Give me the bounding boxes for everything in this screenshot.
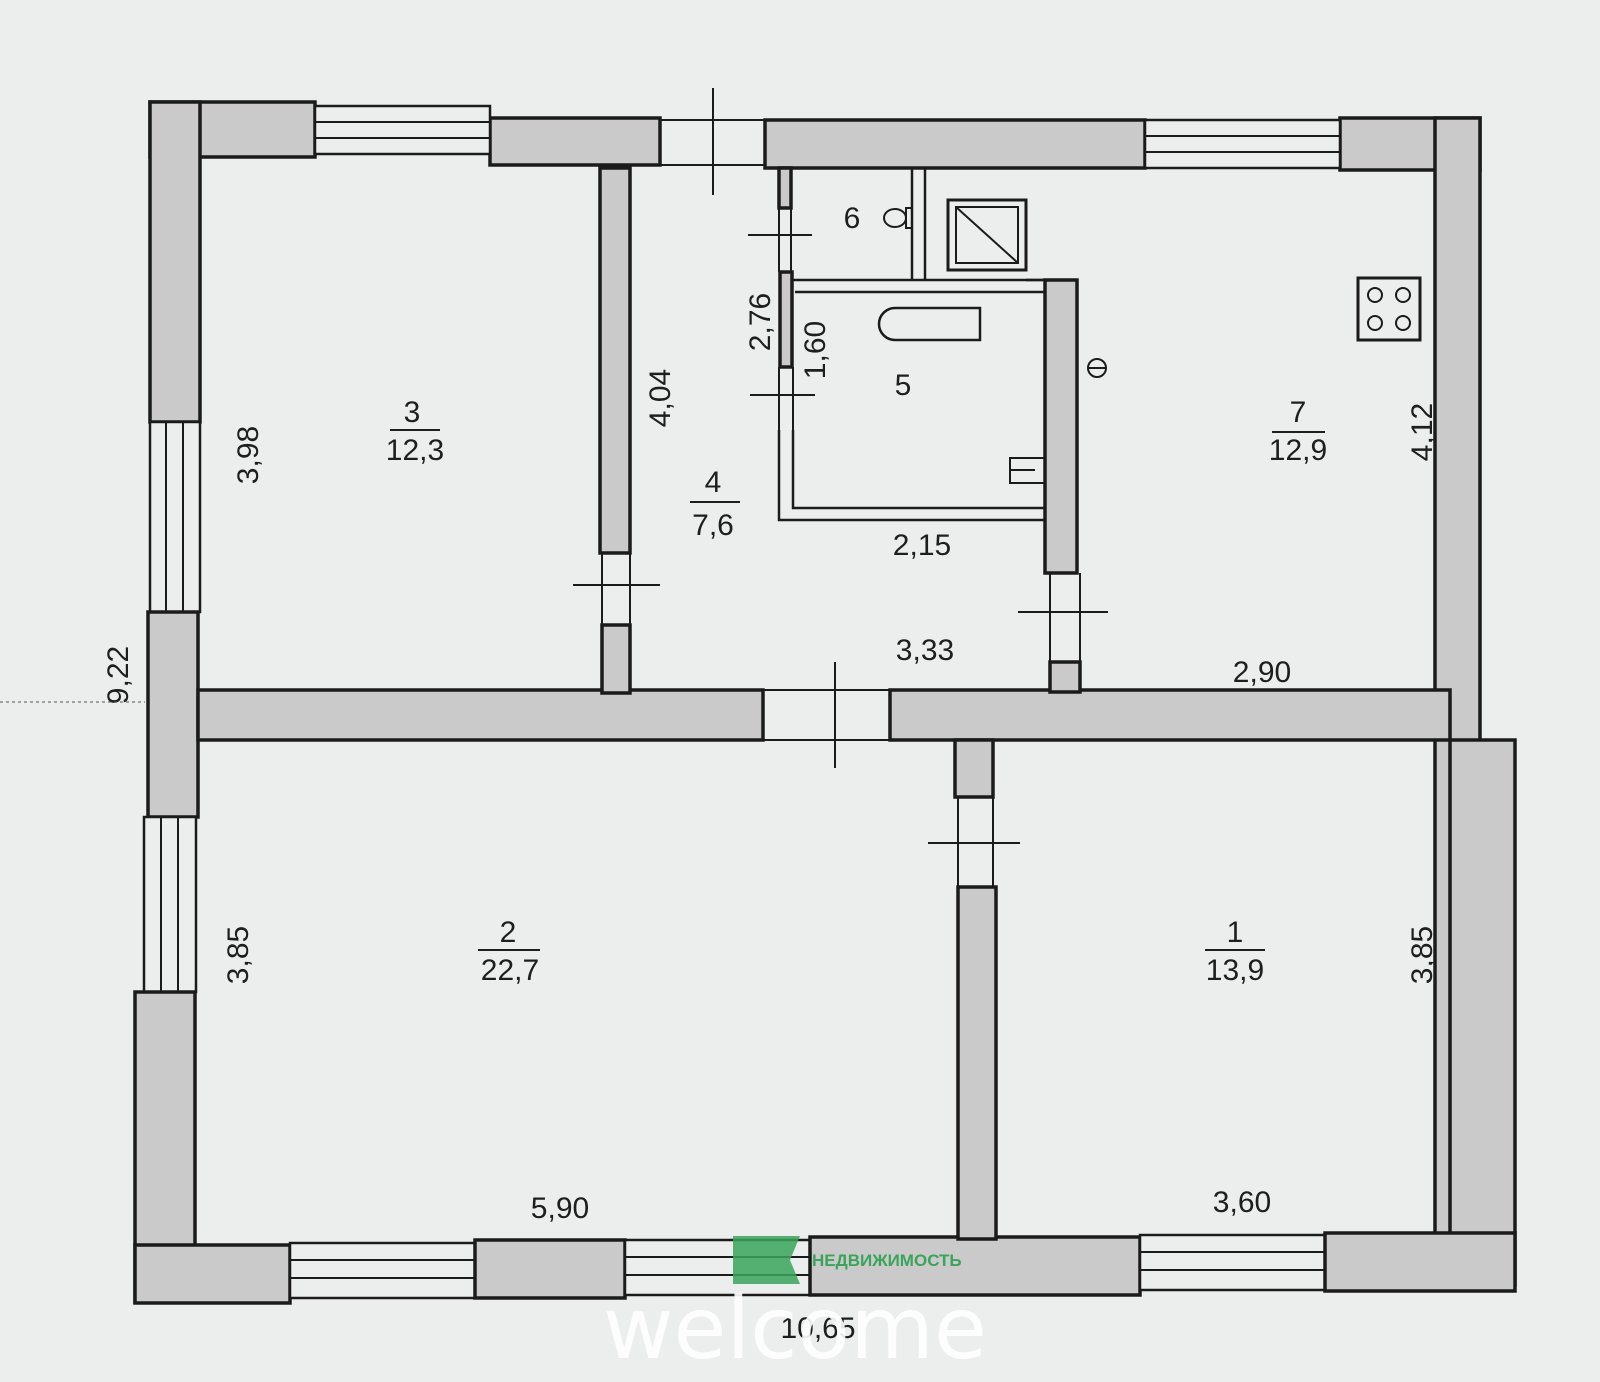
dim-room7-width: 2,90 [1233,656,1291,689]
wall-room3-hall-lower [600,623,632,695]
svg-text:7: 7 [1290,396,1307,429]
window-left-top [148,420,202,614]
window-top-left [313,104,492,156]
room-2-label: 2 22,7 [478,916,540,987]
svg-text:12,3: 12,3 [386,434,444,467]
room-1-label: 1 13,9 [1205,916,1265,987]
watermark-logo-icon [733,1236,800,1284]
wall-bath-kitchen-lower [1048,660,1082,694]
svg-text:12,9: 12,9 [1269,434,1327,467]
watermark-brand-small: НЕДВИЖИМОСТЬ [812,1251,962,1270]
wall-bottom-mid [473,1238,627,1300]
wall-bottom-left [133,1243,292,1305]
door-room1 [928,797,1020,887]
room-6-label: 6 [844,202,861,235]
stove-icon [1356,276,1422,342]
room-5-label: 5 [895,369,912,402]
door-entrance [660,88,765,195]
wall-room1-room2-lower [956,885,998,1241]
watermark: НЕДВИЖИМОСТЬ welcome [603,1236,987,1379]
wall-bottom-right [1323,1231,1517,1293]
wall-bottom-center [808,1235,1142,1297]
watermark-brand-large: welcome [603,1279,987,1379]
dim-hall-width: 3,33 [896,634,954,667]
wall-mid-left [196,688,765,742]
window-left-bottom [142,815,198,994]
wall-top-center [763,118,1147,170]
dim-total-width: 10,65 [780,1312,855,1345]
window-top-right [1143,118,1342,170]
svg-text:6: 6 [844,202,861,235]
dim-room2-width: 5,90 [531,1192,589,1225]
wall-top-mid [488,116,662,167]
window-bottom-right [1138,1233,1327,1292]
dim-total-height: 9,22 [102,646,135,704]
svg-text:13,9: 13,9 [1206,954,1264,987]
wc-enclosure [748,166,927,280]
wall-room1-room2-upper [953,738,995,799]
dim-room2-height: 3,85 [222,926,255,984]
dim-room3-height: 3,98 [232,426,265,484]
wall-left-mid [146,610,200,819]
svg-text:1: 1 [1227,916,1244,949]
svg-text:5: 5 [895,369,912,402]
bathroom-enclosure [750,270,1045,522]
sink-icon [1009,457,1046,484]
dim-room5-width: 2,15 [893,529,951,562]
door-room3 [573,553,660,625]
bathtub-icon [877,306,982,342]
vent-icon [946,198,1028,272]
dim-room4-height: 4,04 [644,369,677,427]
door-kitchen [1018,573,1108,662]
dim-room5-height-inner: 1,60 [799,321,832,379]
dim-room1-width: 3,60 [1213,1186,1271,1219]
wall-right-bottom [1448,738,1517,1287]
wall-left-top [148,100,202,424]
dim-room1-height: 3,85 [1406,926,1439,984]
dim-room7-height: 4,12 [1406,403,1439,461]
svg-text:3: 3 [404,396,421,429]
svg-text:4: 4 [705,466,722,499]
svg-text:2: 2 [500,916,517,949]
svg-text:7,6: 7,6 [692,509,734,542]
room-7-label: 7 12,9 [1269,396,1327,467]
room-3-label: 3 12,3 [386,396,444,467]
toilet-icon [883,207,913,229]
door-hall-room2 [763,662,890,768]
dim-room5-height-outer: 2,76 [744,293,777,351]
room-4-label: 4 7,6 [690,466,740,542]
boiler-icon [1087,358,1107,378]
wall-mid-right [888,688,1452,742]
wall-bath-kitchen [1043,278,1079,575]
svg-text:22,7: 22,7 [481,954,539,987]
window-bottom-left [288,1241,477,1300]
wall-room3-hall-upper [598,166,632,555]
